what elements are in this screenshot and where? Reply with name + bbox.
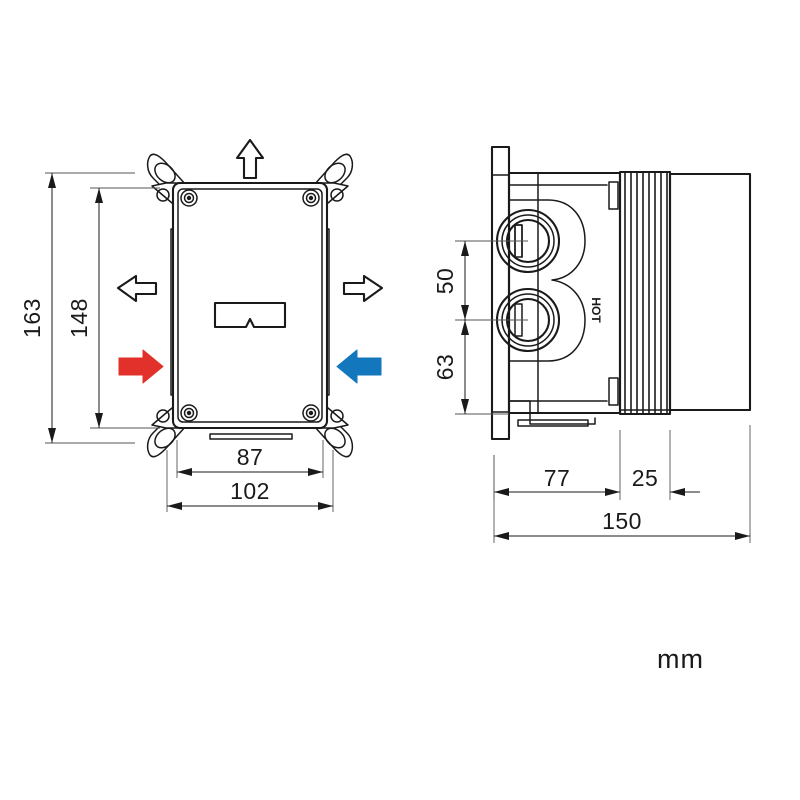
dimension-depth-25: 25 bbox=[600, 430, 700, 500]
dimension-label-50: 50 bbox=[432, 268, 458, 295]
dimension-height-148: 148 bbox=[66, 187, 160, 429]
screw-boss-bottom-left bbox=[180, 404, 198, 422]
flow-arrow-cold-inlet bbox=[336, 349, 382, 384]
screw-boss-bottom-right bbox=[302, 404, 320, 422]
bottom-cover-strip bbox=[209, 433, 293, 440]
dimension-label-150: 150 bbox=[602, 508, 642, 534]
unit-label: mm bbox=[657, 644, 704, 674]
cartridge-window bbox=[213, 301, 287, 329]
dimension-depth-150: 150 bbox=[493, 425, 751, 543]
flow-arrow-right-outlet bbox=[342, 274, 384, 303]
dimension-depth-77: 77 bbox=[493, 430, 621, 500]
dimension-width-102: 102 bbox=[166, 450, 334, 512]
wall-flange bbox=[490, 145, 511, 441]
dimension-height-163: 163 bbox=[19, 172, 135, 444]
flow-arrow-hot-inlet bbox=[118, 349, 164, 384]
dimension-width-87: 87 bbox=[176, 440, 324, 478]
flow-arrows-front bbox=[116, 138, 384, 384]
hot-port-label: HOT bbox=[589, 297, 603, 323]
dimension-label-25: 25 bbox=[632, 465, 659, 491]
screw-boss-top-right bbox=[302, 189, 320, 207]
side-view: HOT bbox=[432, 145, 752, 543]
screw-bosses bbox=[180, 189, 320, 422]
front-view: 163 148 87 bbox=[19, 138, 384, 512]
threaded-collar bbox=[618, 170, 672, 416]
dimension-label-77: 77 bbox=[544, 465, 571, 491]
dimension-label-87: 87 bbox=[237, 444, 264, 470]
hot-label-text: HOT bbox=[589, 297, 603, 323]
flow-arrow-up-outlet bbox=[235, 138, 265, 180]
dimension-label-163: 163 bbox=[19, 298, 45, 338]
port-bosses bbox=[495, 199, 586, 362]
retainer-clips bbox=[608, 181, 619, 406]
dimension-label-148: 148 bbox=[66, 298, 92, 338]
dimension-port-spacing-50: 50 bbox=[432, 240, 528, 321]
dimension-port-to-base-63: 63 bbox=[432, 320, 509, 415]
end-cap-section bbox=[619, 172, 752, 412]
dimension-label-63: 63 bbox=[432, 354, 458, 381]
unit-label-text: mm bbox=[657, 644, 704, 674]
dimension-label-102: 102 bbox=[230, 478, 270, 504]
screw-boss-top-left bbox=[180, 189, 198, 207]
flow-arrow-left-outlet bbox=[116, 274, 158, 303]
